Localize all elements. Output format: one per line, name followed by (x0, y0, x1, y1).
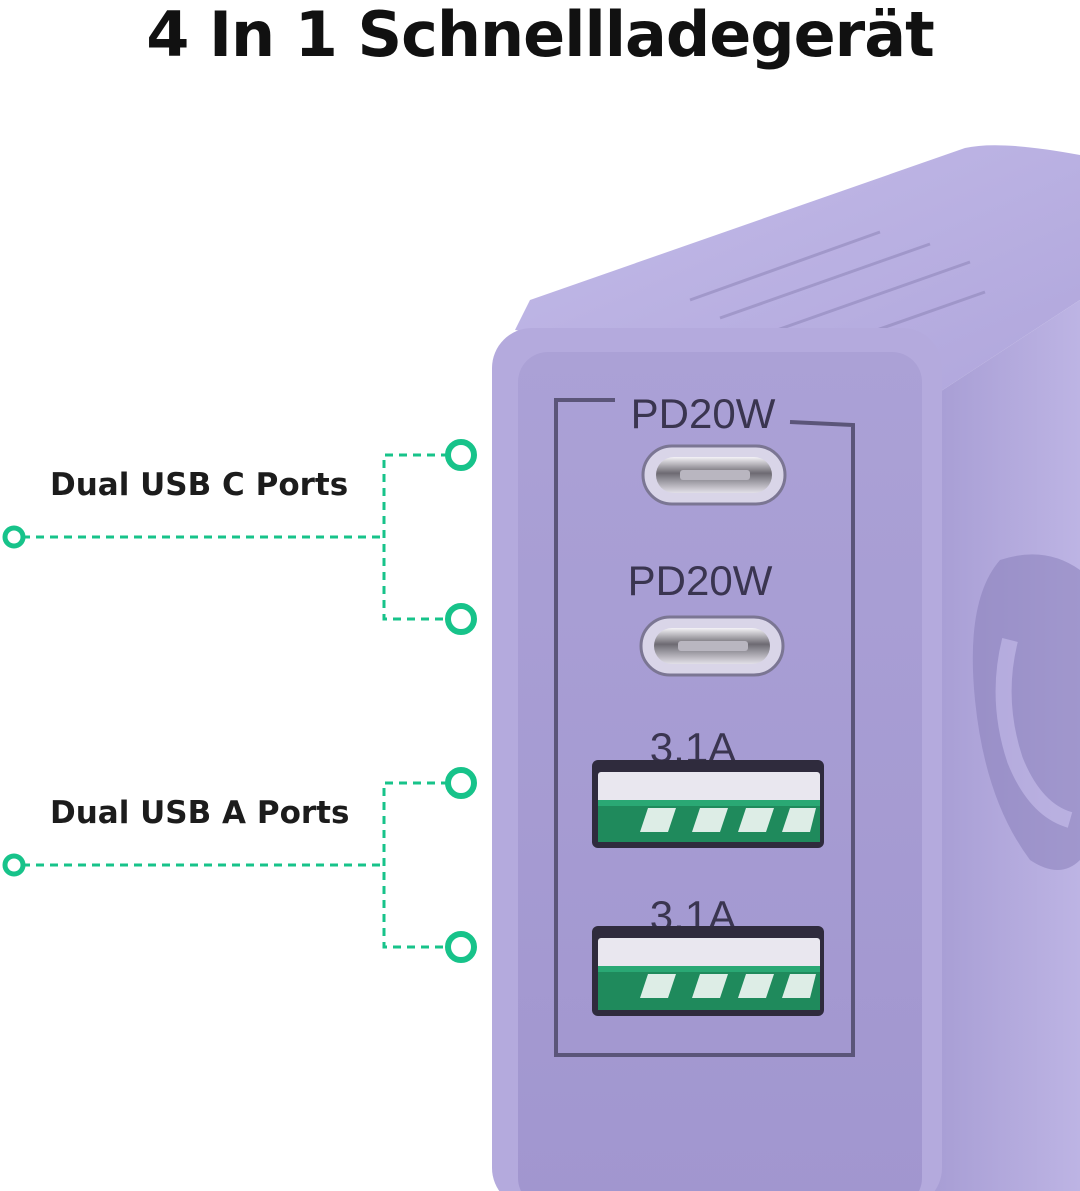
callout-dot-usb-a-left (2, 853, 26, 877)
callout-label-usb-a: Dual USB A Ports (50, 795, 350, 831)
callout-dot-usb-c-left (2, 525, 26, 549)
port-outline (554, 398, 855, 1057)
callout-connector-usb-a (22, 781, 449, 949)
callout-connector-usb-c (22, 453, 449, 621)
callout-dot-usb-a-bottom (445, 931, 477, 963)
callout-dot-usb-c-top (445, 439, 477, 471)
brand-logo-icon (972, 554, 1080, 870)
usb-a-port-1 (592, 760, 824, 848)
page-title: 4 In 1 Schnellladegerät (146, 0, 934, 71)
top-print-marks (689, 230, 986, 352)
usb-c-port-1 (641, 444, 787, 506)
callout-dot-usb-a-top (445, 767, 477, 799)
usb-a-port-2 (592, 926, 824, 1016)
callout-dot-usb-c-bottom (445, 603, 477, 635)
port-label-usb-c-1: PD20W (631, 390, 776, 437)
callout-label-usb-c: Dual USB C Ports (50, 467, 349, 503)
usb-c-port-2 (639, 615, 785, 677)
port-label-usb-c-2: PD20W (628, 557, 773, 604)
